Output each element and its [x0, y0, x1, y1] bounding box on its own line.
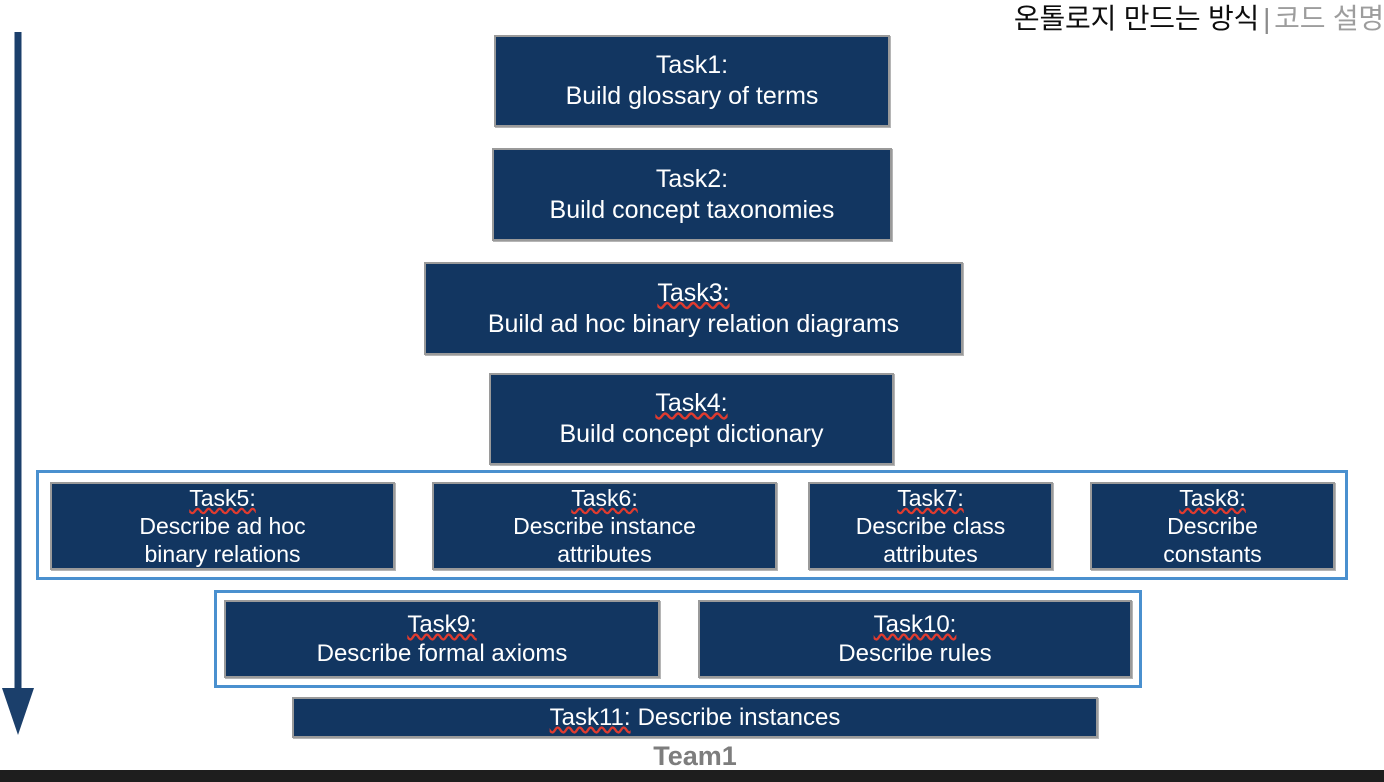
task-box-task1[interactable]: Task1: Build glossary of terms: [494, 35, 890, 127]
task6-desc-line-2: attributes: [557, 541, 652, 567]
task-box-task3[interactable]: Task3: Build ad hoc binary relation diag…: [424, 262, 963, 355]
task6-tag-line: Task6:: [571, 484, 637, 512]
task-box-task6[interactable]: Task6: Describe instance attributes: [432, 482, 777, 570]
task3-tag: Task3:: [657, 278, 730, 307]
group-outline-attributes: [36, 470, 1348, 580]
task7-desc-line-1: Describe class: [855, 513, 1006, 539]
task5-desc-line-2: binary relations: [144, 541, 301, 567]
task10-desc-line-1: Describe rules: [838, 640, 992, 667]
task5-desc-line-1: Describe ad hoc: [139, 513, 306, 539]
task11-desc-line-1: Describe instances: [637, 704, 841, 731]
task-box-task2[interactable]: Task2: Build concept taxonomies: [492, 148, 892, 241]
page-title-sub: 코드 설명: [1274, 3, 1384, 34]
task-box-task4[interactable]: Task4: Build concept dictionary: [489, 373, 894, 465]
page-title-separator: |: [1263, 3, 1271, 34]
task5-tag-line: Task5:: [189, 484, 255, 512]
task2-tag: Task2:: [655, 164, 729, 193]
task-box-task8[interactable]: Task8: Describe constants: [1090, 482, 1335, 570]
task7-tag: Task7:: [897, 485, 964, 511]
task1-tag-line: Task1:: [656, 50, 728, 81]
task6-desc-line-1: Describe instance: [513, 513, 696, 539]
task-box-task9[interactable]: Task9: Describe formal axioms: [224, 600, 660, 678]
task10-tag-line: Task10:: [874, 610, 957, 639]
page-title-main: 온톨로지 만드는 방식: [1013, 3, 1260, 34]
task1-tag: Task1:: [655, 51, 729, 79]
downward-process-arrow-icon: [2, 32, 34, 735]
task4-desc-line-1: Build concept dictionary: [559, 420, 824, 448]
task9-tag-line: Task9:: [407, 610, 476, 639]
team-label: Team1: [653, 741, 737, 771]
task9-desc-line-1: Describe formal axioms: [316, 640, 568, 667]
task2-tag-line: Task2:: [656, 164, 728, 195]
task1-desc-line-1: Build glossary of terms: [565, 82, 819, 110]
downward-process-arrow: [0, 28, 56, 740]
task3-desc-line-1: Build ad hoc binary relation diagrams: [487, 309, 900, 338]
task10-tag: Task10:: [873, 611, 957, 638]
task9-tag: Task9:: [407, 611, 477, 638]
task-box-task7[interactable]: Task7: Describe class attributes: [808, 482, 1053, 570]
task7-tag-line: Task7:: [897, 484, 963, 512]
task11-tag: Task11:: [549, 704, 631, 731]
task-box-task11[interactable]: Task11: Describe instances: [292, 697, 1098, 738]
task8-tag: Task8:: [1179, 485, 1246, 511]
task7-desc-line-2: attributes: [883, 541, 978, 567]
task8-desc-line-2: constants: [1163, 541, 1262, 567]
task3-tag-line: Task3:: [657, 278, 729, 309]
bottom-bar: [0, 770, 1384, 782]
task-box-task10[interactable]: Task10: Describe rules: [698, 600, 1132, 678]
task8-tag-line: Task8:: [1179, 484, 1245, 512]
task-box-task5[interactable]: Task5: Describe ad hoc binary relations: [50, 482, 395, 570]
task2-desc-line-1: Build concept taxonomies: [549, 195, 835, 224]
task5-tag: Task5:: [189, 485, 256, 511]
group-outline-axioms-rules: [214, 590, 1142, 688]
task4-tag-line: Task4:: [655, 388, 727, 419]
task8-desc-line-1: Describe: [1167, 513, 1258, 539]
task4-tag: Task4:: [655, 389, 728, 417]
task6-tag: Task6:: [571, 485, 638, 511]
page-title: 온톨로지 만드는 방식|코드 설명: [1014, 2, 1384, 36]
